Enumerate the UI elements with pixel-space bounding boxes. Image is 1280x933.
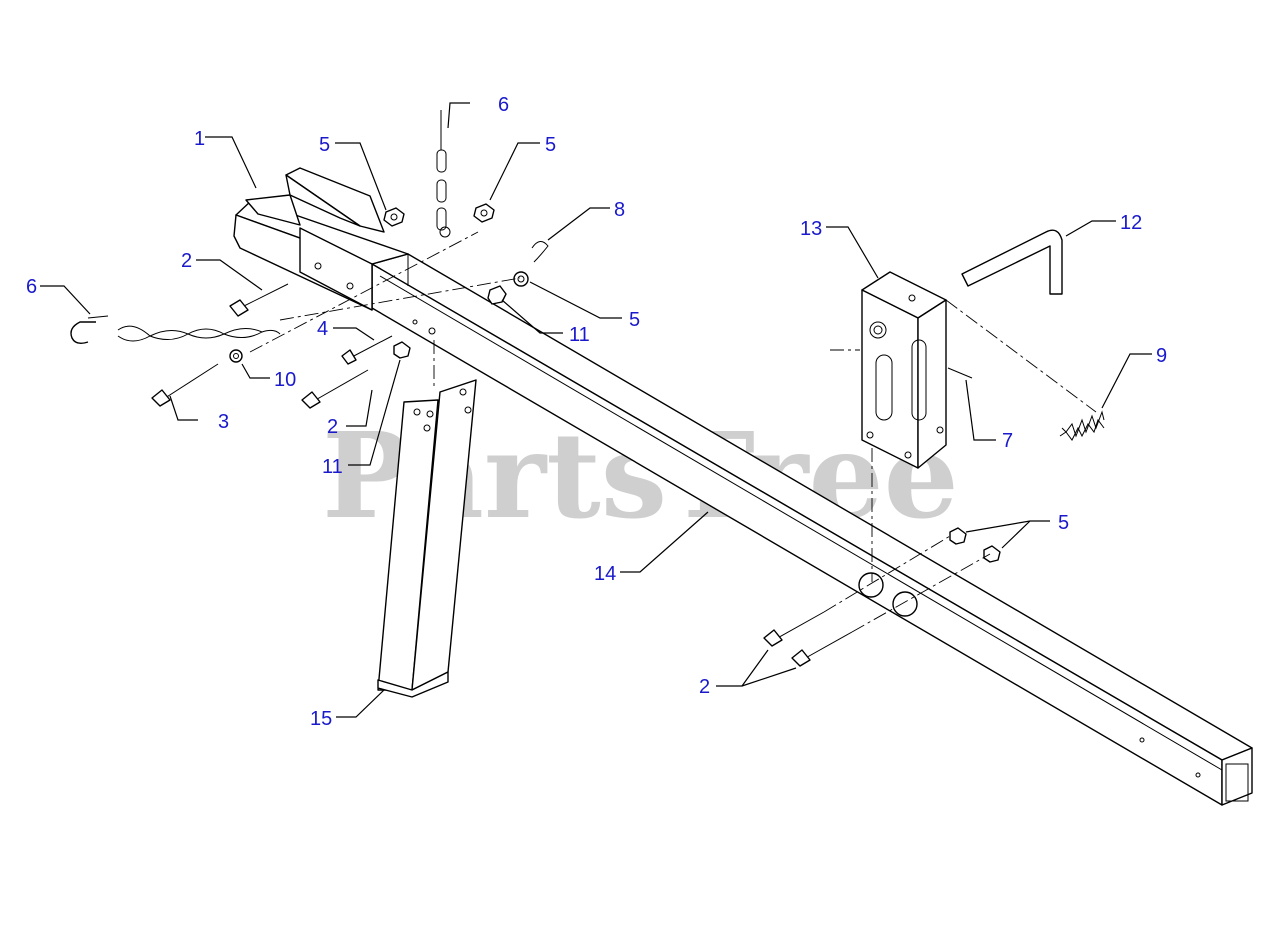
callout-5c: 5	[629, 309, 640, 331]
clip-8	[531, 241, 549, 263]
vertical-chain	[436, 110, 451, 238]
nut-5d	[949, 527, 1001, 563]
callout-10: 10	[274, 369, 296, 391]
hitch-coupler	[233, 167, 409, 311]
bolt-2c	[763, 611, 853, 667]
latch-bracket	[861, 271, 947, 469]
callout-5a: 5	[319, 134, 330, 156]
bolt-2b	[301, 369, 369, 409]
spring	[1059, 410, 1105, 441]
callout-9: 9	[1156, 345, 1167, 367]
callout-13: 13	[800, 218, 822, 240]
callout-11b: 11	[322, 456, 343, 478]
callout-2a: 2	[181, 250, 192, 272]
bolt-2a	[229, 283, 289, 317]
nut-5b	[473, 203, 495, 223]
callout-12: 12	[1120, 212, 1142, 234]
callout-15: 15	[310, 708, 332, 730]
callout-5d: 5	[1058, 512, 1069, 534]
callout-14: 14	[594, 563, 616, 585]
handle-pin	[961, 229, 1063, 295]
callout-6a: 6	[26, 276, 37, 298]
nut-11b	[393, 341, 411, 359]
leader-lines	[40, 102, 1152, 718]
callout-2b: 2	[327, 416, 338, 438]
nut-5c	[513, 271, 529, 287]
callout-1: 1	[194, 128, 205, 150]
nut-11a	[487, 285, 507, 305]
callout-7: 7	[1002, 430, 1013, 452]
callout-8: 8	[614, 199, 625, 221]
pin-7	[947, 367, 973, 379]
washer-10	[229, 349, 243, 363]
bolt-4	[341, 335, 393, 365]
callout-3: 3	[218, 411, 229, 433]
callout-labels: 1 2 2 2 3 4 5 5 5 5 6 6 7 8 9 10 11 11 1…	[26, 94, 1167, 730]
callout-2c: 2	[699, 676, 710, 698]
bolt-3	[151, 363, 219, 407]
callout-11a: 11	[569, 324, 590, 346]
nut-5a	[383, 207, 405, 227]
callout-6b: 6	[498, 94, 509, 116]
jack-leg	[377, 379, 477, 698]
callout-4: 4	[317, 318, 328, 340]
tongue-tube	[371, 253, 1253, 806]
center-lines	[249, 231, 1097, 633]
callout-5b: 5	[545, 134, 556, 156]
safety-chain	[70, 315, 281, 345]
